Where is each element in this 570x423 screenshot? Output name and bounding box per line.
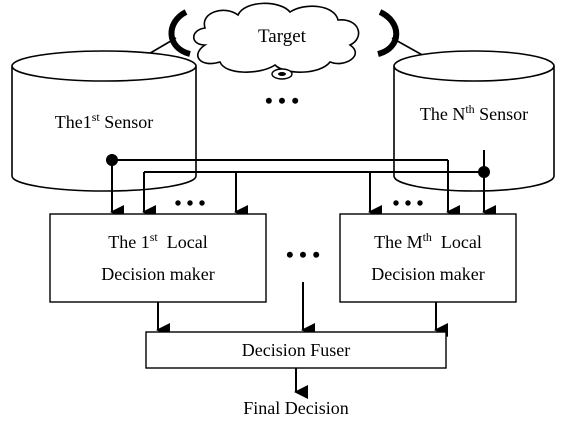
sensor-n-links bbox=[142, 150, 496, 219]
decision-makers-ellipsis: • • • bbox=[286, 242, 320, 267]
sensor-1-label: The1st Sensor bbox=[55, 110, 154, 132]
target-label: Target bbox=[258, 26, 307, 47]
dmm-inputs-ellipsis: • • • bbox=[392, 193, 423, 215]
decision-maker-1-title: The 1st Local bbox=[108, 230, 207, 252]
decision-fuser-label: Decision Fuser bbox=[242, 340, 350, 360]
decision-fuser: Decision Fuser bbox=[145, 331, 447, 369]
decision-maker-m-subtitle: Decision maker bbox=[371, 264, 484, 284]
dm1-inputs-ellipsis: • • • bbox=[174, 193, 205, 215]
sensor-n-label: The Nth Sensor bbox=[420, 102, 528, 124]
final-decision-label: Final Decision bbox=[243, 398, 349, 418]
decision-maker-1: The 1st Local Decision maker bbox=[49, 213, 267, 303]
decision-maker-1-subtitle: Decision maker bbox=[101, 264, 214, 284]
target-cloud: Target bbox=[192, 2, 360, 80]
decision-maker-m-title: The Mth Local bbox=[374, 230, 482, 252]
sensors-ellipsis: • • • bbox=[265, 88, 299, 113]
target-icon bbox=[271, 68, 293, 80]
decision-maker-m: The Mth Local Decision maker bbox=[339, 213, 517, 303]
sensor-n-cylinder: The Nth Sensor bbox=[393, 50, 555, 192]
sensor-1-links bbox=[106, 154, 460, 219]
sensor-1-cylinder: The1st Sensor bbox=[11, 50, 197, 192]
